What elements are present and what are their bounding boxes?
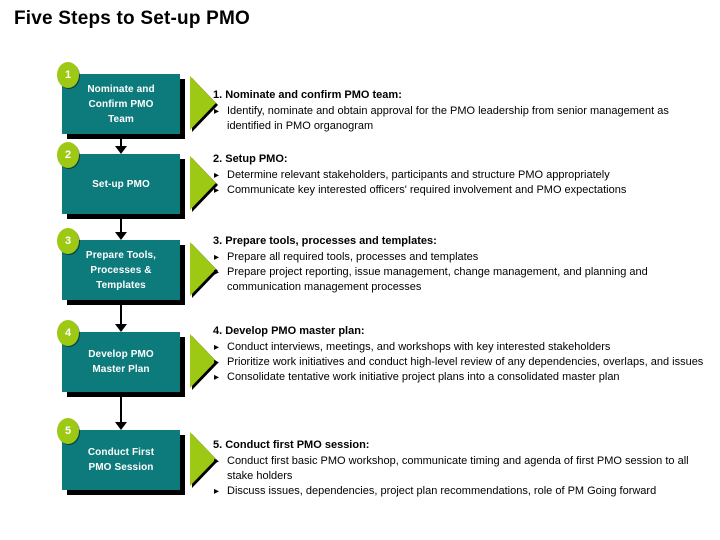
bullet-triangle-icon: ▸ (214, 357, 220, 368)
step-bullet-item: ▸ Identify, nominate and obtain approval … (213, 104, 713, 134)
step-bullet-item: ▸ Discuss issues, dependencies, project p… (213, 484, 713, 499)
step-number: 4 (64, 326, 72, 339)
step-number: 5 (64, 424, 72, 437)
step-heading: 2. Setup PMO: (213, 153, 288, 165)
step-bullet-text: Conduct first basic PMO workshop, commun… (227, 455, 689, 482)
bullet-triangle-icon: ▸ (214, 185, 220, 196)
step-chevron-arrow-icon (190, 76, 216, 130)
step-number-badge-1: 1 (57, 62, 79, 88)
step-box-label: Set-up PMO (92, 178, 150, 190)
step-bullet-list: ▸ Conduct first basic PMO workshop, commu… (213, 454, 713, 499)
step-bullet-item: ▸ Prepare project reporting, issue manage… (213, 265, 713, 295)
step-heading: 3. Prepare tools, processes and template… (213, 235, 437, 247)
flow-connector-line (120, 139, 122, 148)
step-box-2[interactable]: Set-up PMO (62, 154, 180, 214)
bullet-triangle-icon: ▸ (214, 252, 220, 263)
slide-title: Five Steps to Set-up PMO (14, 8, 250, 29)
step-chevron-arrow-icon (190, 156, 216, 210)
step-number-badge-4: 4 (57, 320, 79, 346)
step-number: 2 (64, 148, 72, 161)
step-chevron-arrow-icon (190, 432, 216, 486)
flow-connector-line (120, 305, 122, 326)
step-description-3: 3. Prepare tools, processes and template… (213, 234, 713, 295)
step-description-1: 1. Nominate and confirm PMO team: ▸ Identi… (213, 88, 713, 134)
step-box-3[interactable]: Prepare Tools,Processes &Templates (62, 240, 180, 300)
step-heading: 5. Conduct first PMO session: (213, 439, 370, 451)
step-description-4: 4. Develop PMO master plan: ▸ Conduct inte… (213, 324, 713, 385)
step-description-2: 2. Setup PMO: ▸ Determine relevant stakeho… (213, 152, 713, 198)
step-bullet-text: Prepare project reporting, issue managem… (227, 266, 648, 293)
step-bullet-text: Prioritize work initiatives and conduct … (227, 356, 704, 368)
step-bullet-text: Determine relevant stakeholders, partici… (227, 169, 610, 181)
flow-connector-line (120, 397, 122, 424)
step-number-badge-5: 5 (57, 418, 79, 444)
step-description-5: 5. Conduct first PMO session: ▸ Conduct fi… (213, 438, 713, 499)
step-bullet-item: ▸ Conduct first basic PMO workshop, commu… (213, 454, 713, 484)
bullet-triangle-icon: ▸ (214, 267, 220, 278)
step-bullet-item: ▸ Prepare all required tools, processes a… (213, 250, 713, 265)
step-bullet-item: ▸ Communicate key interested officers' re… (213, 183, 713, 198)
step-bullet-text: Identify, nominate and obtain approval f… (227, 105, 669, 132)
step-bullet-item: ▸ Prioritize work initiatives and conduct… (213, 355, 713, 370)
step-bullet-item: ▸ Consolidate tentative work initiative p… (213, 370, 713, 385)
step-bullet-list: ▸ Prepare all required tools, processes a… (213, 250, 713, 295)
bullet-triangle-icon: ▸ (214, 106, 220, 117)
flow-connector-arrowhead (115, 232, 127, 240)
step-box-label: Prepare Tools,Processes &Templates (85, 249, 157, 291)
step-number-badge-2: 2 (57, 142, 79, 168)
step-chevron-arrow-icon (190, 334, 216, 388)
step-bullet-text: Prepare all required tools, processes an… (227, 251, 479, 263)
step-number: 3 (64, 234, 72, 247)
step-number-badge-3: 3 (57, 228, 79, 254)
flow-connector-line (120, 219, 122, 234)
bullet-triangle-icon: ▸ (214, 456, 220, 467)
flow-connector-arrowhead (115, 146, 127, 154)
bullet-triangle-icon: ▸ (214, 486, 220, 497)
step-number: 1 (64, 68, 72, 81)
step-bullet-text: Conduct interviews, meetings, and worksh… (227, 341, 611, 353)
flow-connector-arrowhead (115, 422, 127, 430)
step-bullet-list: ▸ Identify, nominate and obtain approval … (213, 104, 713, 134)
step-heading: 4. Develop PMO master plan: (213, 325, 365, 337)
step-chevron-arrow-icon (190, 242, 216, 296)
step-bullet-list: ▸ Conduct interviews, meetings, and works… (213, 340, 713, 385)
step-heading: 1. Nominate and confirm PMO team: (213, 89, 402, 101)
flow-connector-arrowhead (115, 324, 127, 332)
step-bullet-item: ▸ Conduct interviews, meetings, and works… (213, 340, 713, 355)
bullet-triangle-icon: ▸ (214, 342, 220, 353)
step-bullet-list: ▸ Determine relevant stakeholders, partic… (213, 168, 713, 198)
bullet-triangle-icon: ▸ (214, 372, 220, 383)
step-bullet-item: ▸ Determine relevant stakeholders, partic… (213, 168, 713, 183)
step-bullet-text: Discuss issues, dependencies, project pl… (227, 485, 657, 497)
step-bullet-text: Communicate key interested officers' req… (227, 184, 627, 196)
bullet-triangle-icon: ▸ (214, 170, 220, 181)
step-bullet-text: Consolidate tentative work initiative pr… (227, 371, 620, 383)
